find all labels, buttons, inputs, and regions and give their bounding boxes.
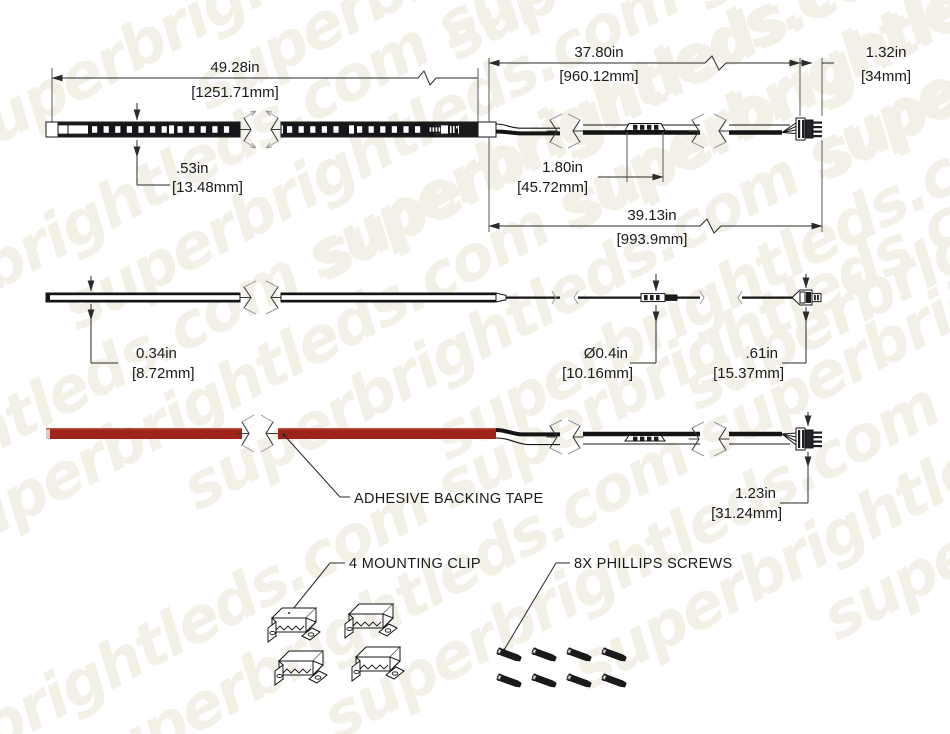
dimension-connector-length: 1.32in [34mm] [800, 44, 911, 116]
dimension-connector-width: 1.23in [31.24mm] [711, 412, 812, 522]
break-symbol [688, 113, 705, 149]
top-view: 49.28in [1251.71mm] [45, 44, 911, 248]
led-strip-left-segment [45, 121, 241, 138]
dimension-value-mm: [8.72mm] [132, 365, 195, 382]
dimension-value-mm: [31.24mm] [711, 505, 782, 522]
break-symbol [688, 421, 705, 457]
connector-4pin-top [729, 117, 822, 141]
phillips-screw [601, 673, 627, 688]
break-symbol [713, 113, 730, 149]
phillips-screw [601, 647, 627, 662]
dimension-value-inch: 0.34in [136, 345, 177, 362]
dimension-strip-length: 49.28in [1251.71mm] [51, 59, 479, 122]
dimension-value-inch: 1.23in [735, 485, 776, 502]
strip-edge-right [280, 292, 507, 303]
dimension-value-mm: [13.48mm] [172, 179, 243, 196]
inline-clip-segment [583, 123, 700, 135]
break-symbol [265, 110, 282, 149]
inline-clip-bottom [583, 431, 700, 445]
dimension-value-inch: 37.80in [574, 44, 623, 61]
callout-adhesive-backing-tape: ADHESIVE BACKING TAPE [282, 433, 543, 507]
break-symbol [546, 113, 563, 149]
dimension-cable-diameter: Ø0.4in [10.16mm] [562, 274, 660, 382]
inline-clip-side [640, 293, 678, 303]
break-symbol [737, 290, 743, 305]
break-symbol [567, 113, 584, 149]
dimension-value-inch: 39.13in [627, 207, 676, 224]
callout-phillips-screws: 8X PHILLIPS SCREWS [502, 556, 733, 652]
callout-text: 4 MOUNTING CLIP [349, 556, 481, 572]
mounting-clip [274, 650, 328, 686]
break-symbol [240, 110, 257, 149]
bottom-view: ADHESIVE BACKING TAPE 1.23in [31.24mm] [46, 412, 822, 522]
dimension-overall-lead-length: 39.13in [993.9mm] [488, 137, 823, 248]
phillips-screw [566, 647, 592, 662]
dimension-value-inch: Ø0.4in [584, 345, 628, 362]
mounting-clip [267, 607, 321, 643]
break-symbol [567, 419, 584, 455]
mounting-clip [351, 646, 405, 682]
callout-text: ADHESIVE BACKING TAPE [354, 491, 544, 507]
adhesive-tape-right [278, 428, 496, 439]
dimension-strip-thickness: 0.34in [8.72mm] [87, 276, 195, 382]
mounting-clip [344, 603, 398, 639]
dimension-connector-height: .61in [15.37mm] [713, 274, 810, 382]
connector-side [791, 289, 822, 306]
dimension-value-mm: [45.72mm] [517, 179, 588, 196]
break-symbol [551, 290, 557, 305]
lead-wire-top [495, 123, 560, 136]
dimension-value-inch: 49.28in [210, 59, 259, 76]
led-strip-right-segment [280, 121, 497, 138]
dimension-led-pitch: .53in [13.48mm] [133, 103, 243, 196]
phillips-screw [566, 673, 592, 688]
break-symbol [236, 414, 255, 453]
strip-edge-left [45, 292, 241, 303]
dimension-value-mm: [993.9mm] [617, 231, 688, 248]
dimension-value-mm: [10.16mm] [562, 365, 633, 382]
callout-text: 8X PHILLIPS SCREWS [574, 556, 733, 572]
break-symbol [265, 280, 282, 315]
callout-mounting-clip: 4 MOUNTING CLIP [287, 556, 481, 616]
break-symbol [260, 414, 279, 453]
dimension-value-mm: [34mm] [861, 68, 911, 85]
dimension-value-inch: .61in [745, 345, 778, 362]
connector-4pin-bottom [729, 427, 822, 451]
break-symbol [713, 421, 730, 457]
phillips-screw [531, 647, 557, 662]
dimension-value-inch: .53in [176, 160, 209, 177]
break-symbol [573, 290, 579, 305]
phillips-screw [496, 647, 522, 662]
break-symbol [699, 290, 705, 305]
dimension-value-mm: [1251.71mm] [191, 84, 279, 101]
lead-wire-bottom [495, 428, 560, 446]
adhesive-tape-left [46, 428, 242, 439]
dimension-value-inch: 1.80in [542, 159, 583, 176]
dimension-inline-clip-width: 1.80in [45.72mm] [517, 132, 664, 196]
phillips-screw [496, 673, 522, 688]
break-symbol [546, 419, 563, 455]
dimension-lead-length: 37.80in [960.12mm] [488, 44, 801, 122]
dimension-value-mm: [960.12mm] [559, 68, 638, 85]
phillips-screw [531, 673, 557, 688]
dimension-value-mm: [15.37mm] [713, 365, 784, 382]
side-view: 0.34in [8.72mm] Ø0.4in [10.16mm] .61in [… [45, 274, 822, 382]
hardware-view: 4 MOUNTING CLIP 8X PHILLIPS SCREWS [267, 556, 733, 688]
dimension-value-inch: 1.32in [866, 44, 907, 61]
break-symbol [240, 280, 257, 315]
